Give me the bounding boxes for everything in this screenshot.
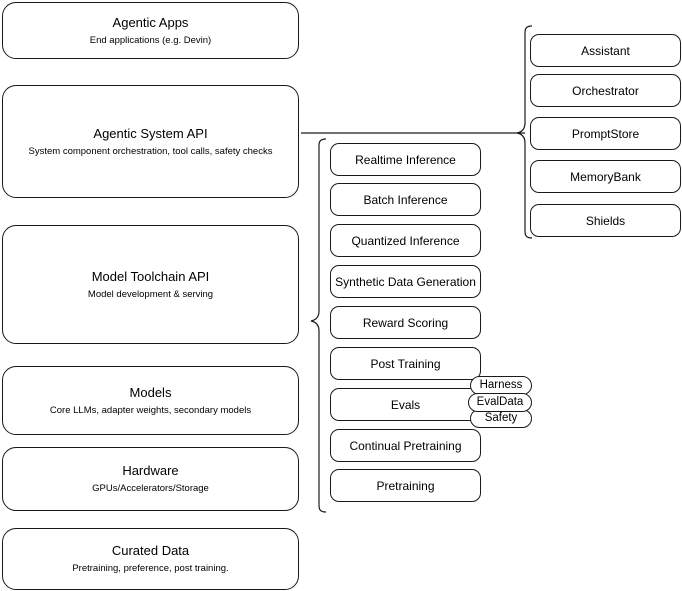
toolchain-item-pretraining[interactable]: Pretraining [330,469,481,502]
layer-curated-data[interactable]: Curated Data Pretraining, preference, po… [2,528,299,590]
layer-subtitle: Pretraining, preference, post training. [72,563,229,574]
layer-hardware[interactable]: Hardware GPUs/Accelerators/Storage [2,447,299,511]
system-component-promptstore[interactable]: PromptStore [530,117,681,150]
brace-toolchain-components [310,138,327,513]
layer-title: Model Toolchain API [91,268,210,284]
layer-subtitle: GPUs/Accelerators/Storage [92,483,209,494]
system-component-memorybank[interactable]: MemoryBank [530,160,681,193]
layer-subtitle: Core LLMs, adapter weights, secondary mo… [49,404,252,416]
layer-model-toolchain-api[interactable]: Model Toolchain API Model development & … [2,225,299,344]
system-component-label: Orchestrator [572,83,639,98]
toolchain-item-label: Quantized Inference [351,233,460,248]
toolchain-item-reward-scoring[interactable]: Reward Scoring [330,306,481,339]
layer-agentic-apps[interactable]: Agentic Apps End applications (e.g. Devi… [2,2,299,59]
toolchain-item-post-training[interactable]: Post Training [330,347,481,380]
toolchain-item-label: Realtime Inference [355,152,456,167]
toolchain-item-label: Reward Scoring [362,315,449,330]
layer-title: Curated Data [111,543,190,558]
toolchain-item-evals[interactable]: Evals [330,388,481,421]
system-component-orchestrator[interactable]: Orchestrator [530,74,681,107]
toolchain-item-label: Batch Inference [363,192,448,207]
toolchain-item-synthetic-data-generation[interactable]: Synthetic Data Generation [330,265,481,298]
layer-subtitle: Model development & serving [87,288,214,300]
layer-subtitle: End applications (e.g. Devin) [89,34,212,46]
layer-models[interactable]: Models Core LLMs, adapter weights, secon… [2,366,299,435]
layer-title: Hardware [122,463,179,478]
system-component-label: Assistant [581,43,630,58]
system-component-label: PromptStore [571,126,640,141]
layer-subtitle: System component orchestration, tool cal… [28,145,273,157]
toolchain-item-realtime-inference[interactable]: Realtime Inference [330,143,481,176]
layer-title: Agentic System API [93,125,208,141]
system-component-assistant[interactable]: Assistant [530,34,681,67]
eval-tag-safety[interactable]: Safety [470,409,532,428]
eval-tag-label: Harness [479,379,523,391]
eval-tag-label: EvalData [476,396,524,408]
system-component-label: Shields [585,213,626,228]
toolchain-item-label: Synthetic Data Generation [335,274,476,289]
layer-title: Models [129,384,172,400]
toolchain-item-quantized-inference[interactable]: Quantized Inference [330,224,481,257]
system-component-label: MemoryBank [570,169,641,184]
eval-tag-label: Safety [484,412,518,424]
layer-title: Agentic Apps [112,14,189,30]
toolchain-item-label: Pretraining [376,478,435,493]
toolchain-item-label: Continual Pretraining [349,438,462,453]
toolchain-item-label: Evals [390,397,421,412]
toolchain-item-label: Post Training [370,356,441,371]
eval-tag-evaldata[interactable]: EvalData [468,393,532,412]
layer-agentic-system-api[interactable]: Agentic System API System component orch… [2,85,299,198]
toolchain-item-continual-pretraining[interactable]: Continual Pretraining [330,429,481,462]
system-component-shields[interactable]: Shields [530,204,681,237]
toolchain-item-batch-inference[interactable]: Batch Inference [330,183,481,216]
